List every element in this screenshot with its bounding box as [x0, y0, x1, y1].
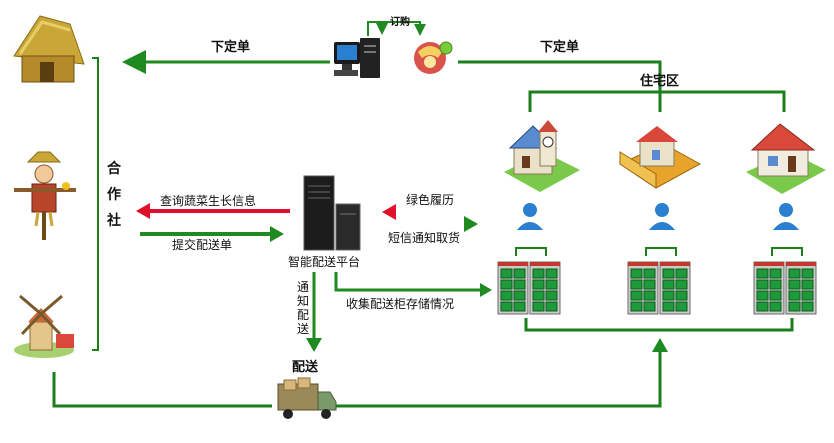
green-resume-label: 绿色履历	[406, 193, 455, 207]
sms-pickup-arrowhead	[464, 216, 478, 232]
user-icon	[517, 203, 543, 230]
desktop-computer-icon	[334, 38, 380, 78]
sms-pickup-label: 短信通知取货	[388, 231, 461, 245]
cooperative-label: 合 作 社	[106, 156, 122, 234]
collect-storage-label: 收集配送柜存储情况	[346, 297, 455, 311]
storage-locker-icon	[785, 261, 817, 315]
locker-bracket	[515, 247, 547, 256]
query-growth-label: 查询蔬菜生长信息	[160, 194, 257, 208]
residential-area-label: 住宅区	[640, 74, 680, 89]
collect-storage-arrowhead	[480, 283, 492, 297]
scarecrow-icon	[14, 151, 76, 240]
user-icon	[649, 203, 675, 230]
subscribe-label: 订购	[390, 17, 410, 28]
submit-delivery-label: 提交配送单	[172, 238, 233, 252]
truck-to-lockers-line	[336, 348, 662, 408]
storage-locker-icon	[497, 261, 529, 315]
notify-delivery-char: 配	[296, 308, 309, 322]
windmill-icon	[14, 294, 74, 358]
green-resume-arrowhead	[382, 204, 396, 220]
server-tower-icon	[303, 175, 361, 251]
locker-bracket	[771, 247, 803, 256]
lockers-bottom-bracket	[524, 318, 794, 332]
right-order-line	[458, 60, 662, 92]
notify-delivery-char: 送	[296, 322, 309, 336]
cooperative-char: 社	[107, 213, 121, 229]
residential-bracket	[528, 90, 786, 112]
notify-delivery-arrowhead	[306, 338, 322, 352]
query-growth-arrowhead	[136, 203, 150, 219]
notify-delivery-label: 通 知 配 送	[296, 280, 310, 336]
collect-storage-line	[334, 272, 484, 292]
storage-locker-icon	[659, 261, 691, 315]
straw-hut-icon	[5, 12, 89, 96]
locker-bracket	[645, 247, 677, 256]
platform-label: 智能配送平台	[288, 255, 361, 269]
notify-delivery-char: 知	[296, 294, 309, 308]
cooperative-char: 合	[107, 161, 121, 177]
telephone-icon	[414, 41, 453, 74]
coop-to-truck-line	[52, 372, 272, 408]
subscribe-loop-right	[367, 21, 426, 36]
notify-delivery-char: 通	[296, 280, 309, 294]
coop-bracket	[92, 57, 99, 351]
user-icon	[773, 203, 799, 230]
right-order-label: 下定单	[540, 40, 580, 55]
storage-locker-icon	[753, 261, 785, 315]
delivery-truck-icon	[277, 377, 337, 419]
cooperative-char: 作	[107, 187, 121, 203]
submit-delivery-arrowhead	[270, 226, 284, 242]
house-icon	[746, 123, 826, 194]
storage-locker-icon	[627, 261, 659, 315]
left-order-label: 下定单	[211, 40, 251, 55]
storage-locker-icon	[529, 261, 561, 315]
house-icon	[504, 120, 580, 192]
delivery-label: 配送	[292, 360, 319, 375]
truck-to-lockers-arrowhead	[652, 338, 668, 352]
house-icon	[618, 126, 702, 189]
